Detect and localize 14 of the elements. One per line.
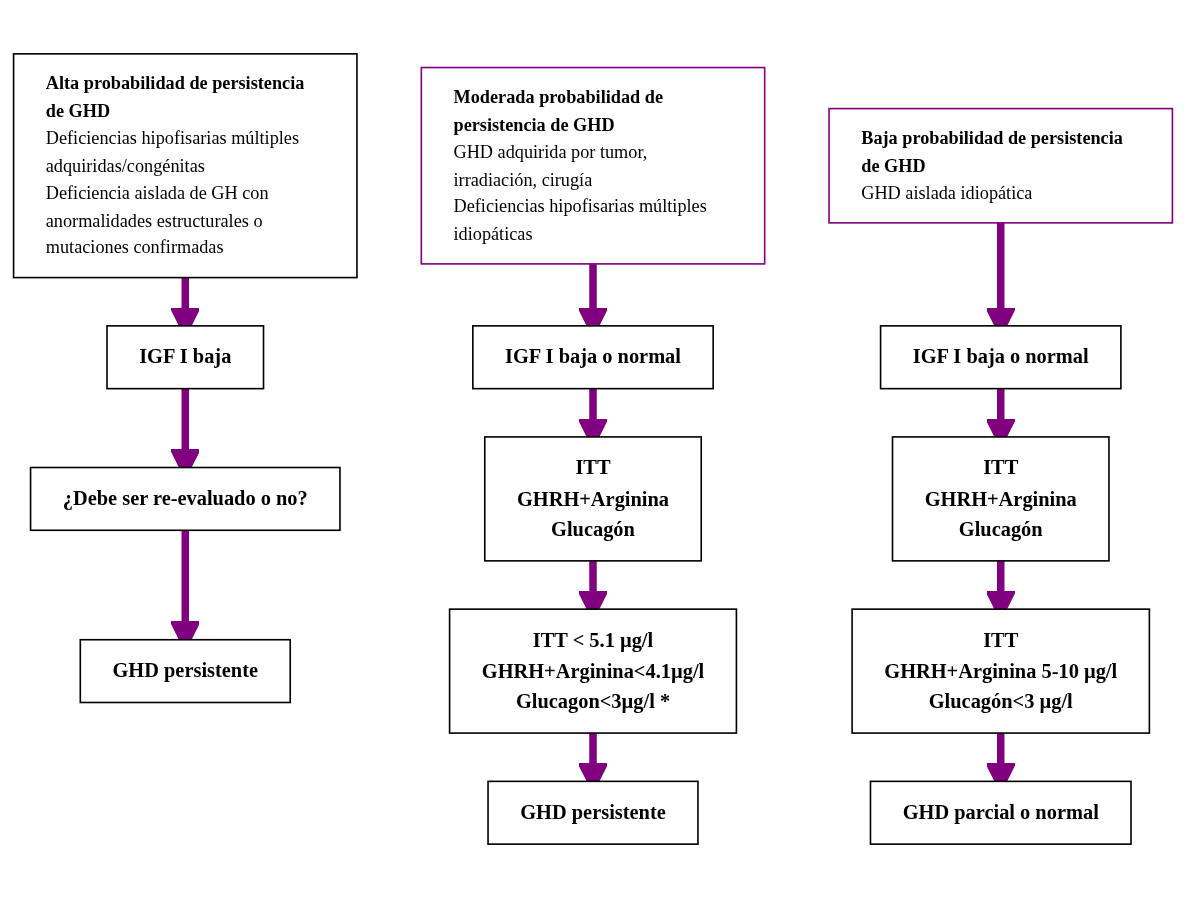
node-box: Baja probabilidad de persistencia de GHD GHD aislada idiopática	[828, 107, 1174, 224]
node-box: Alta probabilidad de persistencia de GHD Deficiencias hipofisarias múltiples adquiridas/congénitas Deficiencia aislada de GH con anormalidades estructurales o mutaciones confirmadas	[12, 53, 358, 279]
node-box: IGF I baja o normal	[879, 325, 1122, 390]
node-box: ITT GHRH+Arginina Glucagón	[483, 436, 703, 562]
node-box: IGF I baja o normal	[472, 325, 714, 390]
node-box: ¿Debe ser re-evaluado o no?	[29, 466, 341, 532]
node-box: Moderada probabilidad de persistencia de GHD GHD adquirida por tumor, irradiación, cirugía Deficiencias hipofisarias múltiples idiopáticas	[420, 66, 766, 265]
node-box: ITT GHRH+Arginina 5-10 µg/l Glucagón<3 µg/l	[851, 608, 1151, 734]
node-box: ITT GHRH+Arginina Glucagón	[891, 436, 1110, 562]
node-box: GHD parcial o normal	[869, 780, 1132, 845]
node-box: GHD persistente	[79, 638, 291, 704]
node-box: IGF I baja	[106, 325, 265, 390]
node-box: GHD persistente	[487, 780, 699, 845]
node-box: ITT < 5.1 µg/l GHRH+Arginina<4.1µg/l Glucagon<3µg/l *	[448, 608, 738, 734]
